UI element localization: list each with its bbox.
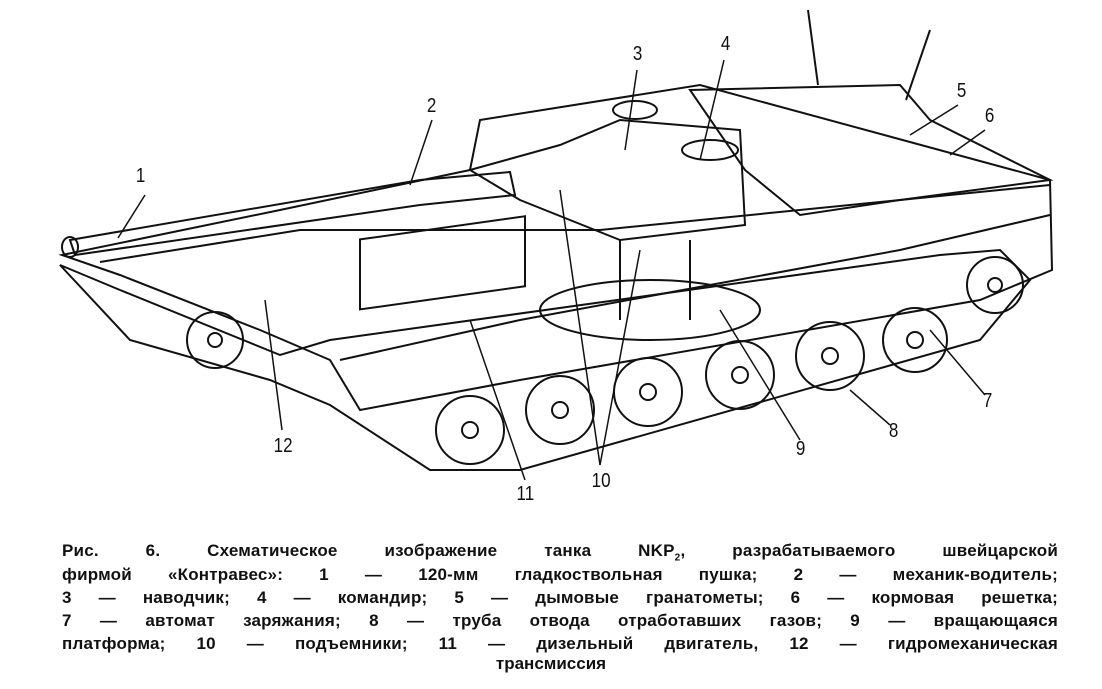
turret [467, 118, 747, 242]
callout-4: 4 [720, 33, 731, 55]
caption-subscript: 2 [674, 552, 681, 564]
callout-5: 5 [956, 80, 967, 102]
hatch [681, 139, 739, 161]
callout-12: 12 [273, 435, 293, 457]
hull [58, 83, 1054, 412]
track [59, 248, 1032, 471]
callout-1: 1 [135, 165, 146, 187]
callout-7: 7 [982, 390, 993, 412]
engine [359, 215, 526, 311]
caption-line-1: Рис. 6. Схематическое изображение танка … [62, 541, 1058, 568]
tank-schematic-drawing [58, 9, 1054, 481]
callout-6: 6 [984, 105, 995, 127]
callout-10: 10 [591, 470, 611, 492]
leader-lines [117, 59, 986, 481]
rear-block [688, 83, 1054, 217]
hatch [612, 100, 658, 120]
rotating-platform [539, 279, 761, 341]
antenna [905, 29, 931, 101]
caption-text: , разрабатываемого швейцарской [680, 541, 1058, 560]
caption-line-6: трансмиссия [495, 654, 607, 673]
gun-muzzle [61, 236, 79, 258]
caption-line-5: платформа; 10 — подъемники; 11 — дизельн… [62, 634, 1058, 653]
caption-line-4: 7 — автомат заряжания; 8 — труба отвода … [62, 611, 1058, 630]
antenna [807, 9, 819, 86]
callout-9: 9 [795, 438, 806, 460]
caption-text: Рис. 6. Схематическое изображение танка … [62, 541, 675, 560]
callout-8: 8 [888, 420, 899, 442]
caption-line-2: фирмой «Контравес»: 1 — 120-мм гладкоств… [62, 565, 1058, 584]
callout-11: 11 [516, 483, 535, 505]
callout-3: 3 [632, 43, 643, 65]
callout-2: 2 [426, 95, 437, 117]
hull-deck [99, 184, 1051, 263]
caption-line-3: 3 — наводчик; 4 — командир; 5 — дымовые … [62, 588, 1058, 607]
road-wheels [186, 256, 1024, 465]
